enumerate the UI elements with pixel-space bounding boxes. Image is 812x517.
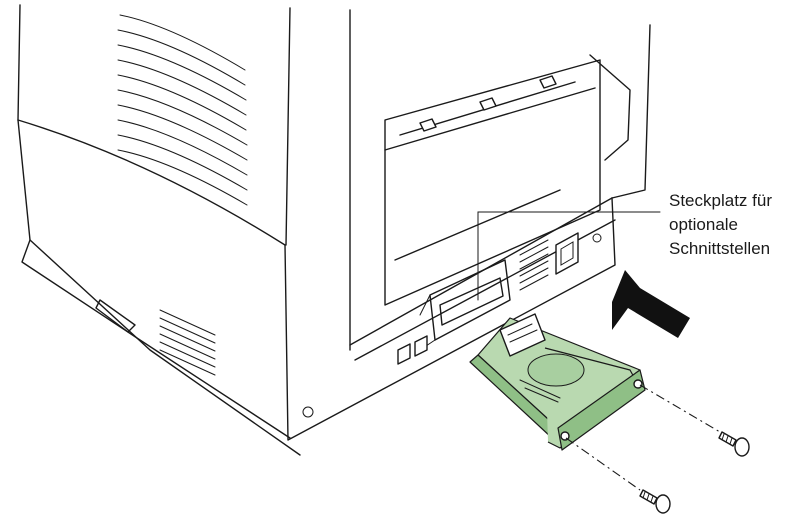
interface-card <box>469 313 646 451</box>
callout-leader <box>477 211 661 301</box>
rear-door <box>384 54 631 306</box>
side-vent-slats <box>117 14 248 376</box>
interface-slot-label: Steckplatz für optionale Schnittstellen <box>669 189 809 261</box>
screw-guide-lines <box>565 384 721 491</box>
callout-line-1: Steckplatz für <box>669 191 772 210</box>
printer-left-panel <box>17 4 301 456</box>
callout-line-2: optionale <box>669 215 739 234</box>
rear-vent <box>519 239 549 291</box>
power-socket <box>555 232 579 275</box>
insert-direction-arrow-icon <box>612 270 690 338</box>
screw-icon <box>639 489 671 514</box>
small-port <box>397 335 428 365</box>
callout-line-3: Schnittstellen <box>669 239 771 258</box>
screw-icon <box>718 431 750 457</box>
